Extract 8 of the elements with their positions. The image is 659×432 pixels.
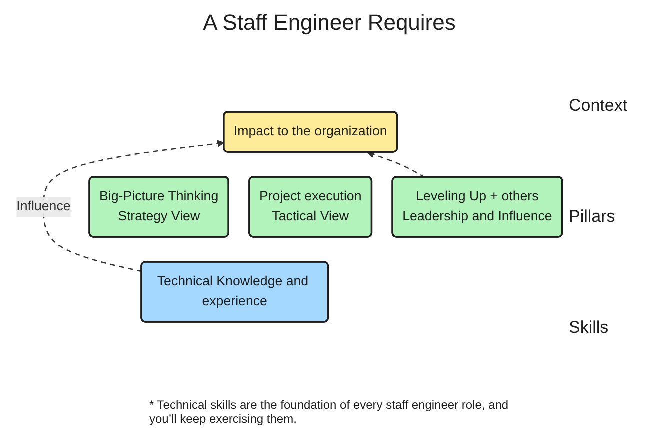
arrow <box>367 151 426 178</box>
arrow <box>43 140 225 272</box>
layer-label: Context <box>569 96 629 116</box>
layer-label: Pillars <box>569 206 616 227</box>
edge-label: Influence <box>16 200 71 214</box>
layer-label: Skills <box>569 318 610 338</box>
footnote: * Technical skills are the foundation of every staff engineer role, and you’ll keep exercising them. <box>150 398 510 426</box>
diagram-title: A Staff Engineer Requires <box>203 10 456 36</box>
